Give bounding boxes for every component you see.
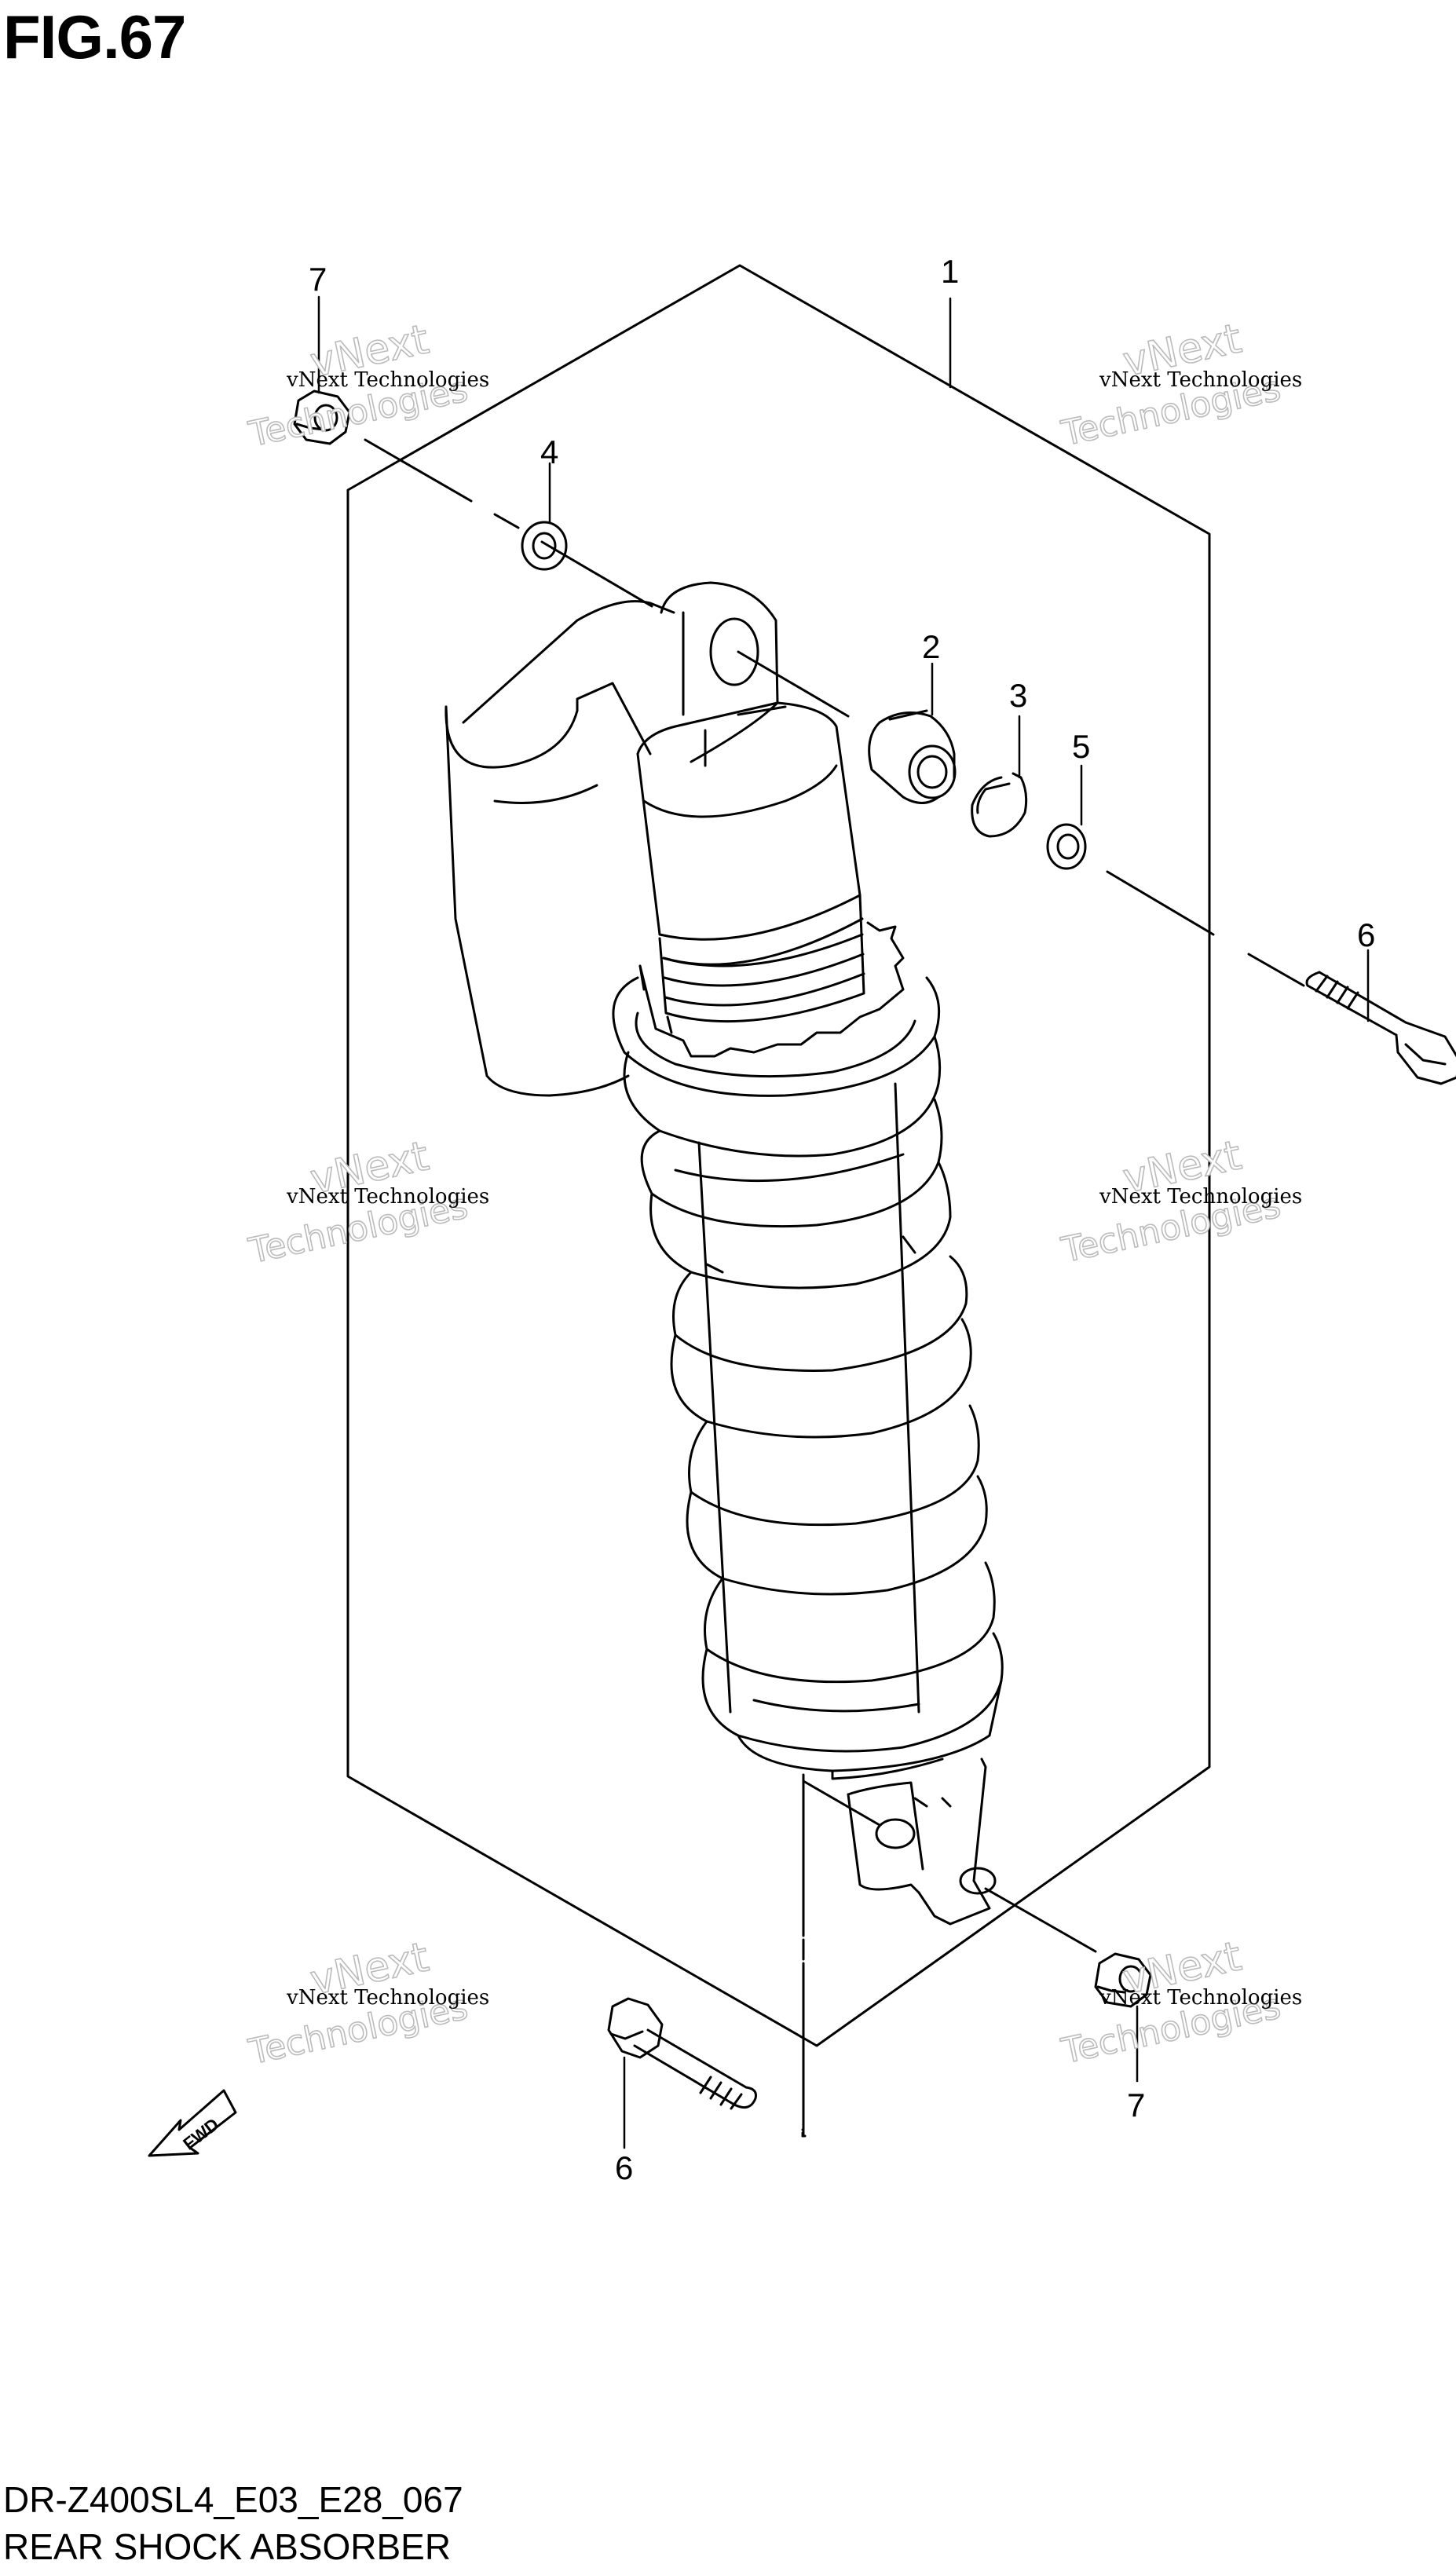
callout-6-lower: 6 <box>615 2149 633 2186</box>
shock-lower-clevis <box>737 1679 1003 1926</box>
callout-7-lower: 7 <box>1127 2087 1145 2123</box>
shock-upper-mount <box>660 581 787 767</box>
callout-3: 3 <box>1009 677 1027 714</box>
fwd-label: FWD <box>179 2114 222 2154</box>
part-4-washer <box>521 521 568 571</box>
part-5-washer <box>1046 823 1087 870</box>
svg-text:vNext Technologies: vNext Technologies <box>286 1986 489 2010</box>
part-2-bushing <box>868 709 957 804</box>
lower-bracket-line <box>801 1779 881 2134</box>
watermark-bottom-right: vNext Technologies vNext Technologies <box>1057 1933 1302 2072</box>
assembly-boundary <box>346 264 1211 2047</box>
shock-reservoir <box>444 600 675 1097</box>
lower-right-axis <box>984 1887 1097 1953</box>
diagram-code: DR-Z400SL4_E03_E28_067 <box>3 2479 463 2520</box>
watermark-mid-left: vNext Technologies vNext Technologies <box>244 1132 489 1272</box>
callout-7-upper: 7 <box>309 261 327 298</box>
watermark-top-left: vNext Technologies vNext Technologies <box>244 316 489 455</box>
svg-text:vNext Technologies: vNext Technologies <box>1099 1185 1302 1209</box>
callout-1: 1 <box>941 253 959 290</box>
callout-2: 2 <box>922 628 940 665</box>
leader-lines <box>317 295 1370 2149</box>
part-7-nut-upper <box>293 390 351 445</box>
svg-text:vNext Technologies: vNext Technologies <box>286 368 489 392</box>
part-3-circlip <box>971 772 1028 838</box>
svg-text:vNext Technologies: vNext Technologies <box>286 1185 489 1209</box>
svg-text:vNext Technologies: vNext Technologies <box>1099 1986 1302 2010</box>
damper-rod <box>697 1082 920 1714</box>
figure-title: FIG.67 <box>3 2 186 71</box>
shock-body-upper <box>636 701 864 966</box>
fwd-arrow: FWD <box>148 2089 237 2157</box>
upper-axis-line <box>364 438 1305 987</box>
watermark-bottom-left: vNext Technologies vNext Technologies <box>244 1933 489 2073</box>
callout-5: 5 <box>1072 728 1090 765</box>
svg-text:vNext Technologies: vNext Technologies <box>1099 368 1302 392</box>
part-6-bolt-upper <box>1305 971 1456 1085</box>
part-7-nut-lower <box>1094 1952 1152 2008</box>
part-6-bolt-lower <box>607 1997 757 2110</box>
coil-spring <box>612 976 1004 1753</box>
spring-adjuster-ring <box>638 894 905 1058</box>
callout-4: 4 <box>540 433 558 470</box>
watermark-mid-right: vNext Technologies vNext Technologies <box>1057 1132 1302 1271</box>
diagram-name: REAR SHOCK ABSORBER <box>3 2526 452 2567</box>
callout-6-upper: 6 <box>1357 916 1375 953</box>
watermark-top-right: vNext Technologies vNext Technologies <box>1057 315 1302 455</box>
